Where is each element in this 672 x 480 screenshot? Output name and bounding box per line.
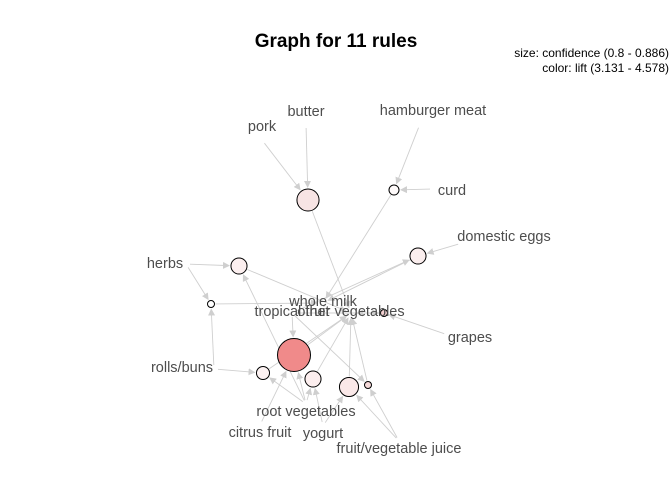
edge-citrus-to-r7	[261, 370, 287, 422]
edge-r10-to-othervegetables	[347, 317, 355, 377]
edge-r2-to-wholemilk	[325, 194, 392, 299]
edge-r5-to-wholemilk	[215, 299, 319, 307]
edge-rootveg-to-r7	[296, 371, 306, 401]
item-label-herbs: herbs	[147, 256, 183, 272]
edge-yogurt-to-r10	[324, 395, 344, 423]
edge-pork-to-r1	[264, 142, 301, 191]
edge-r9-to-othervegetables	[317, 317, 349, 372]
edge-grapes-to-r6	[388, 313, 445, 335]
legend-size: size: confidence (0.8 - 0.886)	[514, 46, 669, 60]
rule-node-r6	[380, 309, 388, 317]
item-label-tropical: tropical fruit	[255, 304, 330, 320]
edge-herbs-to-r5	[187, 267, 209, 301]
rule-node-r10	[338, 376, 360, 398]
rule-node-r9	[304, 370, 322, 388]
rule-node-r8	[255, 365, 271, 381]
edge-r4-to-othervegetables	[247, 269, 347, 312]
edge-r11-to-othervegetables	[350, 317, 368, 381]
edge-tropical-to-r11	[294, 315, 365, 382]
item-label-rolls: rolls/buns	[151, 360, 213, 376]
edge-butter-to-r1	[303, 127, 311, 188]
edge-hamburger-to-r2	[395, 127, 419, 185]
edge-r3-to-wholemilk	[327, 259, 411, 301]
item-label-rootveg: root vegetables	[256, 404, 355, 420]
edges-layer	[187, 127, 459, 439]
rule-node-r5	[207, 300, 215, 308]
rule-nodes-layer	[207, 184, 427, 398]
edge-r1-to-othervegetables	[311, 211, 351, 309]
rule-node-r4	[230, 257, 248, 275]
rule-node-r2	[388, 184, 400, 196]
edge-juice-to-r11	[370, 388, 398, 438]
edge-juice-to-r10	[356, 394, 397, 439]
item-label-citrus: citrus fruit	[229, 425, 292, 441]
edge-eggs-to-r3	[426, 243, 459, 255]
item-label-eggs: domestic eggs	[457, 229, 551, 245]
item-label-pork: pork	[248, 119, 277, 135]
rule-node-r7	[277, 338, 311, 372]
item-labels-layer: pork butter hamburger meat curd domestic egg…	[147, 103, 551, 457]
legend-color: color: lift (3.131 - 4.578)	[542, 61, 669, 75]
graph-title: Graph for 11 rules	[255, 31, 418, 52]
edge-herbs-to-r4	[189, 261, 230, 269]
edge-tropical-to-r7	[289, 316, 297, 338]
item-label-wholemilk: whole milk	[288, 294, 357, 310]
item-label-yogurt: yogurt	[303, 426, 343, 442]
edge-rootveg-to-r9	[305, 387, 313, 401]
rule-node-r1	[296, 188, 320, 212]
item-label-othervegetables: other vegetables	[297, 304, 404, 320]
edge-rolls-to-r5	[208, 308, 216, 366]
edge-rootveg-to-r4	[242, 274, 305, 401]
item-label-grapes: grapes	[448, 330, 492, 346]
edge-rootveg-to-r8	[269, 377, 304, 403]
rule-node-r3	[409, 247, 427, 265]
item-label-juice: fruit/vegetable juice	[337, 441, 462, 457]
item-label-butter: butter	[287, 104, 324, 120]
edge-curd-to-r2	[400, 186, 431, 194]
rule-node-r11	[364, 381, 372, 389]
edge-rolls-to-r8	[217, 368, 256, 376]
edge-yogurt-to-r9	[312, 387, 323, 423]
item-label-hamburger: hamburger meat	[380, 103, 486, 119]
item-label-curd: curd	[438, 183, 466, 199]
